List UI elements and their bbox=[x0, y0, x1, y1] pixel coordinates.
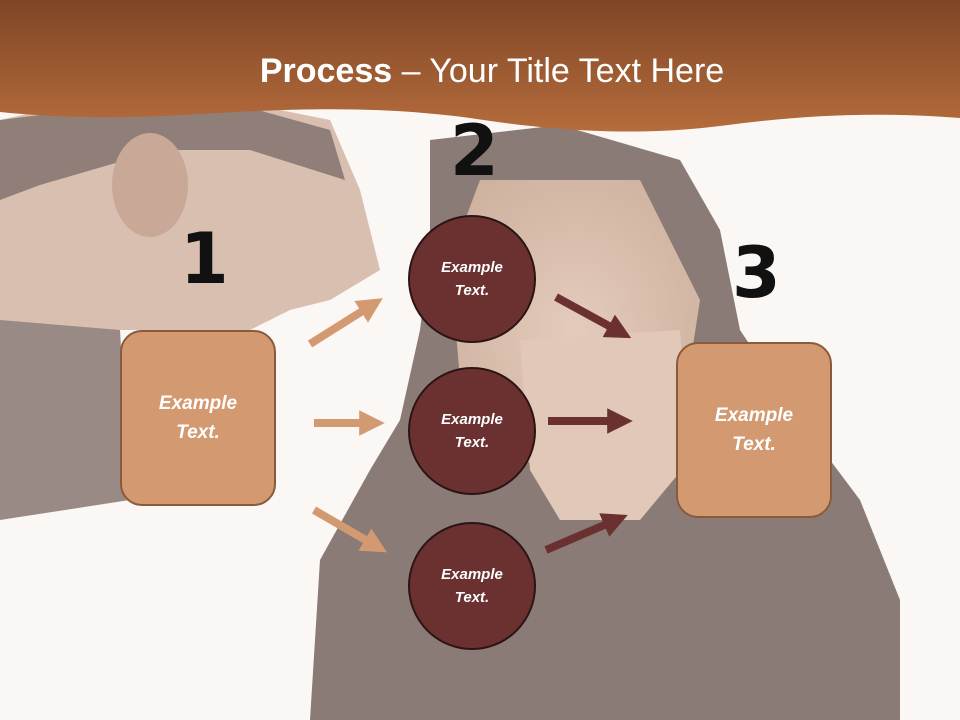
step-2-circle-label: Example Text. bbox=[441, 411, 503, 451]
step-3-label: Example Text. bbox=[714, 405, 794, 455]
step-number-1: 1 bbox=[180, 218, 229, 300]
step-2-circle-bottom: Example Text. bbox=[408, 522, 536, 650]
step-2-circle-label: Example Text. bbox=[441, 566, 503, 606]
step-2-circle-middle: Example Text. bbox=[408, 367, 536, 495]
step-number-2: 2 bbox=[450, 110, 499, 192]
arrow-1-to-2c bbox=[311, 506, 388, 553]
arrow-2c-to-3 bbox=[544, 513, 628, 554]
step-1-box: Example Text. bbox=[120, 330, 276, 506]
header-band bbox=[0, 0, 960, 132]
slide-title: Process – Your Title Text Here bbox=[0, 52, 960, 91]
arrow-1-to-2a bbox=[307, 298, 383, 348]
step-3-box: Example Text. bbox=[676, 342, 832, 518]
step-1-label: Example Text. bbox=[158, 393, 238, 443]
title-rest: – Your Title Text Here bbox=[392, 52, 725, 90]
arrow-2a-to-3 bbox=[554, 293, 632, 339]
title-bold: Process bbox=[259, 52, 393, 90]
step-2-circle-top: Example Text. bbox=[408, 215, 536, 343]
step-2-circle-label: Example Text. bbox=[441, 259, 503, 299]
step-number-3: 3 bbox=[732, 232, 781, 314]
